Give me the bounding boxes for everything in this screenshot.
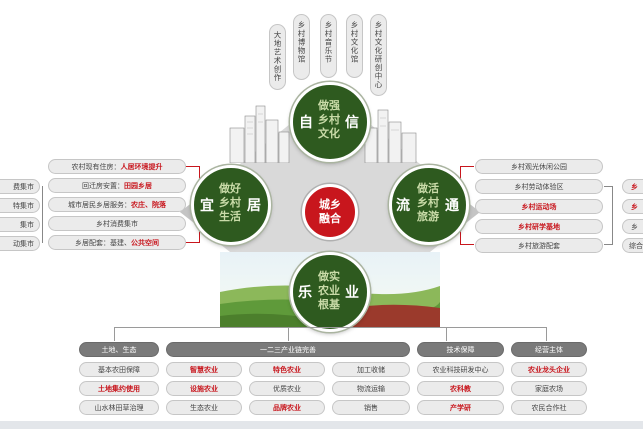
bottom-cell-cooperative: 农民合作社 bbox=[511, 400, 587, 415]
right-edge-pill-3: 乡 bbox=[622, 219, 643, 234]
agriculture-circle bbox=[290, 252, 370, 332]
bottom-cell-agri-science-education: 农科教 bbox=[417, 381, 504, 396]
right-edge-bracket-top bbox=[604, 186, 613, 187]
bottom-header-land-ecology: 土地、生态 bbox=[79, 342, 159, 357]
right-item-labor-experience: 乡村劳动体验区 bbox=[475, 179, 603, 194]
bottom-cell-smart-agriculture: 智慧农业 bbox=[166, 362, 242, 377]
top-pill-culture-research-center: 乡村文化研创中心 bbox=[370, 14, 387, 96]
bottom-header-operators: 经营主体 bbox=[511, 342, 587, 357]
left-edge-pill-3: 集市 bbox=[0, 217, 40, 232]
top-pill-museum: 乡村博物馆 bbox=[293, 14, 310, 80]
bottom-cell-family-farm: 家庭农场 bbox=[511, 381, 587, 396]
top-pill-land-art: 大地艺术创作 bbox=[269, 24, 286, 90]
right-item-sports-field: 乡村运动场 bbox=[475, 199, 603, 214]
left-connector-bottom bbox=[186, 242, 200, 243]
bottom-cell-logistics: 物流运输 bbox=[332, 381, 410, 396]
bottom-cell-farmland: 基本农田保障 bbox=[79, 362, 159, 377]
left-connector-top bbox=[186, 166, 200, 167]
left-edge-pill-2: 特集市 bbox=[0, 198, 40, 213]
tourism-circle-label-3: 旅游 bbox=[417, 210, 439, 223]
bottom-cell-leading-enterprise: 农业龙头企业 bbox=[511, 362, 587, 377]
bottom-cell-quality-agriculture: 优质农业 bbox=[249, 381, 325, 396]
bottom-cell-brand-agriculture: 品牌农业 bbox=[249, 400, 325, 415]
right-edge-bracket bbox=[612, 186, 613, 244]
living-circle-right-char: 居 bbox=[247, 198, 261, 214]
left-item-urban-residents: 城市居民乡居服务：农庄、院落 bbox=[48, 197, 186, 212]
bottom-cell-landscape-governance: 山水林田草治理 bbox=[79, 400, 159, 415]
tourism-circle-left-char: 流 bbox=[396, 198, 410, 214]
bottom-cell-facility-agriculture: 设施农业 bbox=[166, 381, 242, 396]
bottom-cell-agri-tech-center: 农业科技研发中心 bbox=[417, 362, 504, 377]
culture-circle-label-1: 做强 bbox=[318, 99, 340, 112]
bottom-cell-industry-academia: 产学研 bbox=[417, 400, 504, 415]
tourism-circle-right-char: 通 bbox=[445, 198, 459, 214]
agriculture-circle-label-2: 农业 bbox=[318, 284, 340, 297]
left-edge-pill-4: 动集市 bbox=[0, 236, 40, 251]
tourism-circle bbox=[389, 165, 469, 245]
top-pill-music-festival: 乡村音乐节 bbox=[320, 14, 337, 78]
culture-circle-right-char: 信 bbox=[345, 115, 359, 131]
left-item-housing: 农村现有住房：人居环境提升 bbox=[48, 159, 186, 174]
bottom-header-industry-chain: 一二三产业链完善 bbox=[166, 342, 410, 357]
left-item-consumer-market: 乡村消费集市 bbox=[48, 216, 186, 231]
bottom-cell-sales: 销售 bbox=[332, 400, 410, 415]
bottom-strip bbox=[0, 421, 643, 429]
city-skyline-illustration bbox=[229, 105, 417, 163]
left-edge-bracket bbox=[42, 186, 43, 243]
tourism-circle-label-1: 做活 bbox=[417, 182, 439, 195]
living-circle bbox=[191, 165, 271, 245]
culture-circle-label-2: 乡村 bbox=[318, 113, 340, 126]
right-item-leisure-park: 乡村观光休闲公园 bbox=[475, 159, 603, 174]
bottom-bracket-tick-3 bbox=[446, 327, 447, 341]
agriculture-circle-left-char: 乐 bbox=[298, 285, 312, 301]
right-item-tourism-facilities: 乡村旅游配套 bbox=[475, 238, 603, 253]
bottom-bracket-horizontal bbox=[114, 327, 546, 328]
bottom-cell-processing-storage: 加工收储 bbox=[332, 362, 410, 377]
right-edge-pill-4: 综合 bbox=[622, 238, 643, 253]
right-connector-top bbox=[460, 166, 474, 167]
culture-circle bbox=[290, 82, 370, 162]
left-item-supporting-facilities: 乡居配套：基建、公共空间 bbox=[48, 235, 186, 250]
left-edge-pill-1: 费集市 bbox=[0, 179, 40, 194]
bottom-bracket-tick-1 bbox=[114, 327, 115, 341]
living-circle-label-2: 乡村 bbox=[219, 196, 241, 209]
urban-rural-integration-circle bbox=[302, 184, 358, 240]
bottom-header-tech-support: 技术保障 bbox=[417, 342, 504, 357]
bottom-bracket-tick-4 bbox=[546, 327, 547, 341]
bottom-bracket-tick-2 bbox=[288, 327, 289, 341]
bottom-cell-featured-agriculture: 特色农业 bbox=[249, 362, 325, 377]
living-circle-label-3: 生活 bbox=[219, 210, 241, 223]
left-item-resettlement: 回迁房安置：田园乡居 bbox=[48, 178, 186, 193]
right-edge-pill-1: 乡 bbox=[622, 179, 643, 194]
right-connector-bottom bbox=[460, 244, 474, 245]
bottom-cell-eco-agriculture: 生态农业 bbox=[166, 400, 242, 415]
top-pill-culture-hall: 乡村文化馆 bbox=[346, 14, 363, 78]
bottom-cell-land-intensive: 土地集约使用 bbox=[79, 381, 159, 396]
center-label-1: 城乡 bbox=[319, 198, 341, 211]
agriculture-circle-right-char: 业 bbox=[345, 285, 359, 301]
tourism-circle-label-2: 乡村 bbox=[417, 196, 439, 209]
living-circle-left-char: 宜 bbox=[200, 198, 214, 214]
agriculture-circle-label-1: 做实 bbox=[318, 270, 340, 283]
culture-circle-label-3: 文化 bbox=[318, 127, 340, 140]
right-edge-pill-2: 乡 bbox=[622, 199, 643, 214]
living-circle-label-1: 做好 bbox=[219, 182, 241, 195]
right-edge-bracket-bottom bbox=[604, 244, 613, 245]
culture-circle-left-char: 自 bbox=[299, 115, 313, 131]
agriculture-circle-label-3: 根基 bbox=[318, 298, 340, 311]
right-item-study-base: 乡村研学基地 bbox=[475, 219, 603, 234]
center-label-2: 融合 bbox=[319, 212, 341, 225]
